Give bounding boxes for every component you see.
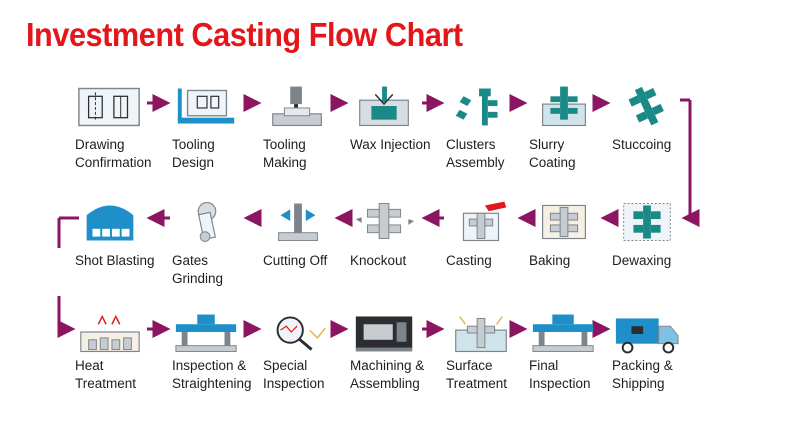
surface-treatment-icon (455, 316, 507, 353)
step-label: Baking (529, 252, 570, 270)
heat-treatment-icon (80, 314, 140, 353)
step-label: Dewaxing (612, 252, 671, 270)
final-inspection-icon (532, 314, 594, 352)
knockout-icon (355, 203, 415, 240)
step-label: Packing & Shipping (612, 357, 673, 393)
step-label-line: Knockout (350, 253, 407, 268)
baking-icon (542, 204, 586, 240)
step-label-line: Confirmation (75, 155, 152, 170)
step-label-line: Assembling (350, 376, 420, 391)
step-label-line: Shipping (612, 376, 665, 391)
step-label: Casting (446, 252, 492, 270)
packing-shipping-icon (615, 318, 679, 354)
step-label-line: Clusters (446, 137, 496, 152)
step-label-line: Special (263, 358, 308, 373)
step-label-line: Tooling (263, 137, 306, 152)
step-label-line: Coating (529, 155, 576, 170)
step-label-line: Treatment (446, 376, 508, 391)
step-label: Cutting Off (263, 252, 327, 270)
step-label-line: Machining & (350, 358, 425, 373)
step-label-line: Inspection (263, 376, 325, 391)
slurry-coating-icon (542, 86, 586, 127)
step-label: Machining & Assembling (350, 357, 424, 393)
wax-injection-icon (359, 86, 409, 127)
step-label-line: Dewaxing (612, 253, 672, 268)
step-label: Wax Injection (350, 136, 431, 154)
machining-icon (355, 316, 413, 352)
step-label: Inspection & Straightening (172, 357, 252, 393)
step-label-line: Surface (446, 358, 493, 373)
chart-title: Investment Casting Flow Chart (26, 16, 463, 53)
shot-blasting-icon (86, 205, 134, 241)
step-label: Knockout (350, 252, 406, 270)
step-label-line: Grinding (172, 271, 224, 286)
tooling-making-icon (272, 86, 322, 127)
step-label-line: Tooling (172, 137, 215, 152)
step-label-line: Packing & (612, 358, 673, 373)
step-label-line: Wax Injection (350, 137, 431, 152)
step-label-line: Treatment (75, 376, 137, 391)
tooling-design-icon (177, 88, 235, 124)
step-label-line: Heat (75, 358, 104, 373)
special-inspection-icon (276, 316, 326, 351)
step-label: Shot Blasting (75, 252, 155, 270)
dewaxing-icon (623, 203, 671, 241)
step-label-line: Cutting Off (263, 253, 328, 268)
step-label-line: Design (172, 155, 215, 170)
casting-icon (462, 201, 507, 242)
step-label-line: Drawing (75, 137, 125, 152)
step-label-line: Making (263, 155, 307, 170)
cutting-off-icon (278, 203, 318, 241)
step-label-line: Shot Blasting (75, 253, 155, 268)
step-label-line: Gates (172, 253, 209, 268)
step-label-line: Inspection (529, 376, 591, 391)
gates-grinding-icon (197, 201, 217, 242)
step-label-line: Stuccoing (612, 137, 672, 152)
step-label-line: Assembly (446, 155, 505, 170)
step-label-line: Straightening (172, 376, 252, 391)
step-label-line: Slurry (529, 137, 565, 152)
clusters-assembly-icon (455, 88, 498, 126)
step-label-line: Casting (446, 253, 492, 268)
step-label-line: Inspection & (172, 358, 247, 373)
step-label: Stuccoing (612, 136, 671, 154)
drawing-icon (78, 87, 140, 127)
stuccoing-icon (628, 86, 664, 126)
inspection-straightening-icon (175, 314, 237, 352)
step-label-line: Baking (529, 253, 571, 268)
step-label-line: Final (529, 358, 559, 373)
